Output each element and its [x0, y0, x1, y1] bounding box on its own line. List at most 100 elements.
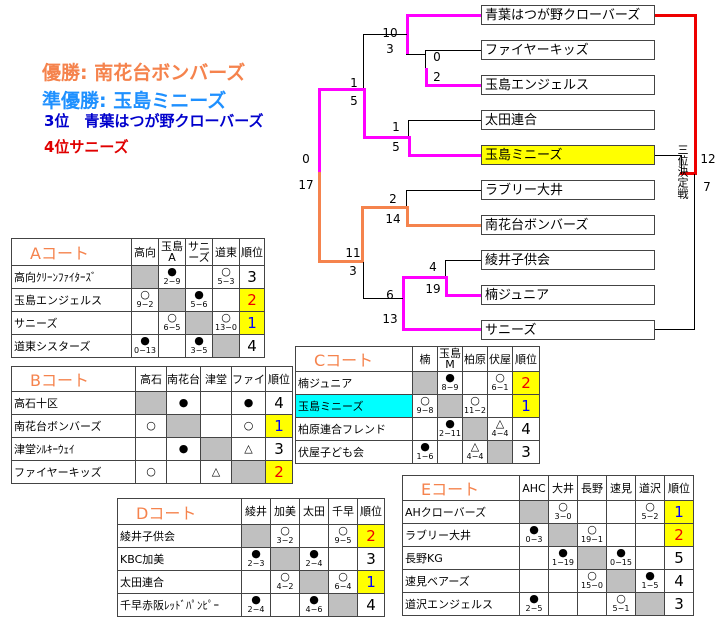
result-score: 11−2 [464, 406, 486, 415]
self-cell [270, 547, 300, 571]
bracket-team: サニーズ [481, 320, 655, 340]
result-score: 0−3 [525, 535, 543, 544]
result-score: 2−4 [305, 559, 323, 568]
result-mark: ● [616, 546, 626, 559]
result-score: 2−5 [525, 604, 543, 613]
rank-value: 1 [265, 414, 293, 438]
rank-value: 2 [664, 523, 694, 547]
team-name: 高石十区 [11, 391, 136, 415]
rank-value: 3 [357, 547, 385, 571]
self-cell [166, 414, 201, 438]
result-mark: △ [244, 442, 253, 455]
team-name: AHクローバーズ [402, 500, 520, 524]
rank-value: 1 [512, 394, 540, 418]
rank-value: 2 [265, 460, 293, 484]
opponent-header: 柏原 [462, 346, 488, 372]
match-result [462, 371, 488, 395]
match-result: ○11−2 [462, 394, 488, 418]
result-score: 4−4 [491, 429, 509, 438]
self-cell [131, 265, 159, 289]
team-name: 高向ｸﾘｰﾝﾌｧｲﾀｰｽﾞ [11, 265, 132, 289]
bracket-team: 玉島ミニーズ [481, 145, 655, 165]
match-result [200, 391, 232, 415]
self-cell [635, 592, 665, 616]
match-result: ○6−1 [487, 371, 513, 395]
opponent-header: 千早 [328, 498, 358, 525]
result-score: 19−1 [581, 535, 603, 544]
match-result: ○5−3 [212, 265, 240, 289]
match-result: △4−4 [462, 440, 488, 464]
team-name: 南花台ボンバーズ [11, 414, 136, 438]
rank-header: 順位 [512, 346, 540, 372]
match-result [200, 414, 232, 438]
result-mark: ○ [495, 371, 505, 384]
match-result: ○3−0 [548, 500, 578, 524]
self-cell [606, 569, 636, 593]
rank-value: 1 [357, 570, 385, 594]
bracket-team: 青葉はつが野クローバーズ [481, 5, 655, 25]
team-name: 道東シスターズ [11, 334, 132, 358]
self-cell [412, 371, 438, 395]
match-result [131, 311, 159, 335]
rank-value: 3 [265, 437, 293, 461]
match-result [437, 440, 463, 464]
rank-value: 2 [512, 371, 540, 395]
result-score: 5−3 [217, 277, 235, 286]
match-result [519, 546, 549, 570]
result-score: 0−13 [134, 346, 156, 355]
bracket-score: 5 [392, 140, 400, 154]
result-mark: ○ [146, 465, 156, 478]
result-mark: ○ [221, 265, 231, 278]
result-mark: ● [251, 547, 261, 560]
result-mark: △ [470, 440, 480, 453]
fourth-place-text: 4位サニーズ [44, 138, 129, 156]
match-result: ●2−4 [241, 593, 271, 617]
opponent-header: 速見 [606, 475, 636, 501]
result-mark: ● [194, 334, 204, 347]
result-mark: ● [167, 265, 177, 278]
match-result: ○ [231, 414, 266, 438]
team-name: 玉島ミニーズ [295, 394, 413, 418]
result-score: 8−9 [441, 383, 459, 392]
bracket-team: 南花台ボンバーズ [481, 215, 655, 235]
rank-value: 4 [664, 569, 694, 593]
rank-value: 2 [357, 524, 385, 548]
result-score: 6−5 [163, 323, 181, 332]
opponent-header: 高向 [131, 238, 159, 266]
bracket-team: 楠ジュニア [481, 285, 655, 305]
result-score: 4−2 [276, 582, 294, 591]
match-result: ●0−3 [519, 523, 549, 547]
rank-value: 5 [664, 546, 694, 570]
match-result: ○15−0 [577, 569, 607, 593]
match-result: ● [166, 437, 201, 461]
runner-up-text: 準優勝: 玉島ミニーズ [42, 90, 227, 112]
match-result: ○19−1 [577, 523, 607, 547]
bracket-score: 0 [433, 50, 441, 64]
match-result [185, 265, 213, 289]
result-score: 3−0 [554, 512, 572, 521]
self-cell [328, 593, 358, 617]
result-score: 13−0 [215, 323, 237, 332]
match-result: ○ [135, 460, 167, 484]
self-cell [231, 460, 266, 484]
result-mark: △ [211, 465, 221, 478]
result-mark: ● [251, 593, 261, 606]
match-result: ●2−4 [299, 547, 329, 571]
self-cell [548, 523, 578, 547]
result-mark: ● [529, 523, 539, 536]
result-score: 15−0 [581, 581, 603, 590]
team-name: ファイヤーキッズ [11, 460, 136, 484]
bracket-score: 19 [425, 282, 441, 296]
match-result [548, 569, 578, 593]
match-result [241, 570, 271, 594]
opponent-header: 高石 [135, 366, 167, 392]
team-name: 速見ベアーズ [402, 569, 520, 593]
result-mark: ○ [280, 524, 290, 537]
